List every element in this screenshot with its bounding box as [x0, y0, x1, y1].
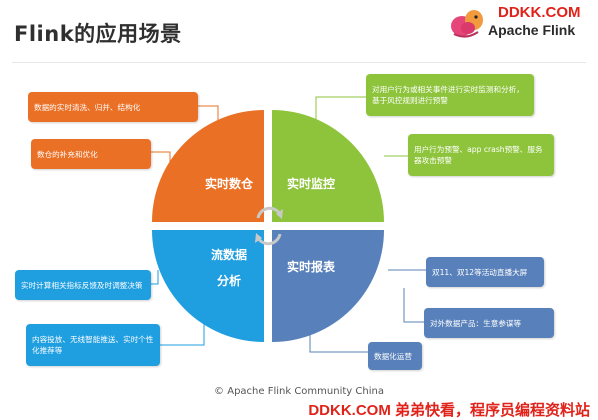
quadrant-monitoring — [272, 110, 384, 222]
quadrant-label-warehouse: 实时数仓 — [204, 177, 253, 191]
page-title: Flink的应用场景 — [14, 22, 182, 46]
quadrant-analysis — [152, 230, 264, 342]
reports-box-2: 对外数据产品：生意参谋等 — [424, 308, 554, 338]
brand-url[interactable]: DDKK.COM — [498, 4, 581, 21]
monitoring-box-2: 用户行为预警、app crash预警、服务器攻击预警 — [408, 134, 554, 176]
analysis-box-2: 内容投放、无线智能推送、实时个性化推荐等 — [26, 324, 160, 366]
quadrant-label-monitoring: 实时监控 — [286, 177, 335, 191]
monitoring-box-1: 对用户行为或相关事件进行实时监测和分析，基于风控规则进行预警 — [366, 74, 534, 116]
brand-name: Apache Flink — [488, 22, 576, 38]
quadrant-label-reports: 实时报表 — [286, 260, 335, 274]
cycle-arrows-icon — [256, 206, 282, 246]
copyright-text: © Apache Flink Community China — [214, 386, 384, 397]
reports-box-1: 双11、双12等活动直播大屏 — [426, 257, 544, 287]
connector-reports-2 — [403, 288, 424, 323]
title-divider — [12, 62, 586, 63]
quadrant-label-analysis-2: 分析 — [216, 274, 241, 288]
warehouse-box-1: 数据的实时清洗、归并、结构化 — [28, 92, 198, 122]
quadrant-label-analysis-1: 流数据 — [210, 248, 247, 262]
flink-squirrel-logo-icon — [451, 10, 483, 38]
analysis-box-1: 实时计算相关指标反馈及时调整决策 — [15, 270, 151, 300]
quadrant-warehouse — [152, 110, 264, 222]
quadrant-circle — [152, 110, 384, 342]
connector-monitoring-1 — [315, 96, 366, 126]
footer-watermark: DDKK.COM 弟弟快看，程序员编程资料站 — [308, 402, 590, 419]
reports-box-3: 数据化运营 — [368, 342, 422, 370]
quadrant-reports — [272, 230, 384, 342]
warehouse-box-2: 数仓的补充和优化 — [31, 139, 151, 169]
